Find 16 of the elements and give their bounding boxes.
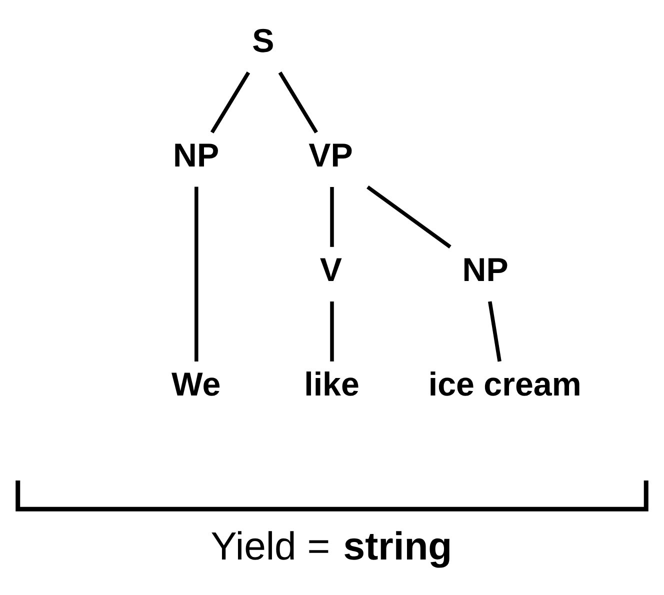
node-text: S	[252, 23, 274, 60]
connector	[366, 185, 452, 248]
node-text: We	[172, 366, 221, 404]
connector	[330, 302, 334, 362]
node-text: ice cream	[428, 366, 582, 404]
node-text: like	[304, 366, 360, 404]
node-text: VP	[308, 138, 353, 175]
node-text: NP	[173, 138, 220, 175]
node-text: NP	[462, 252, 508, 290]
label: Yield = string	[210, 525, 452, 568]
connector	[194, 186, 198, 362]
connector	[330, 187, 334, 247]
node-text: V	[320, 252, 342, 290]
connector	[488, 301, 502, 362]
connector	[210, 72, 250, 134]
connector	[278, 72, 318, 134]
